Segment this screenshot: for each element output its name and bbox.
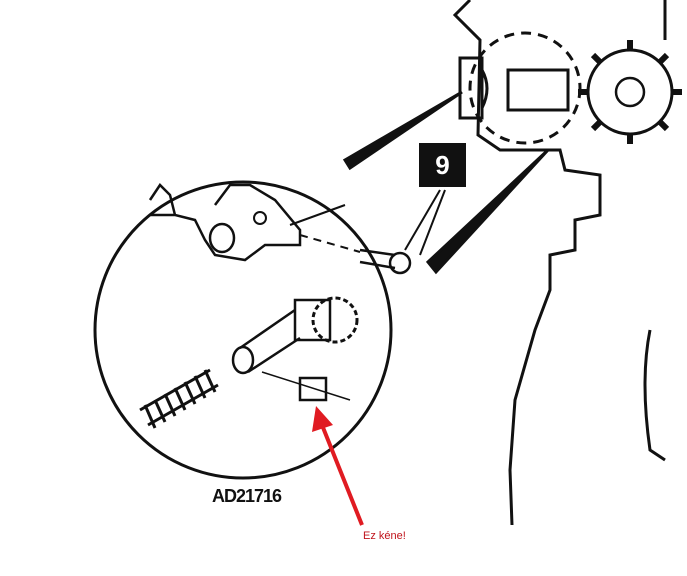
gear	[586, 48, 674, 136]
arrow	[312, 406, 364, 526]
detail-circle	[93, 180, 393, 480]
shaft	[239, 308, 301, 374]
callout-number-badge: 9	[419, 143, 466, 187]
screw	[359, 248, 396, 270]
leader-line-top	[342, 90, 463, 171]
housing-outline	[452, 0, 602, 526]
target-part	[298, 376, 328, 402]
housing-bolt-head	[458, 56, 484, 120]
part-code-label: AD21716	[212, 486, 282, 506]
detail-dashed-circle	[468, 31, 582, 145]
housing-right-edge	[643, 0, 667, 462]
annotation-text: Ez kéne!	[363, 530, 406, 542]
spring	[139, 368, 219, 429]
housing-bolt-shaft	[506, 68, 570, 112]
bracket	[148, 183, 302, 262]
leader-line-bottom	[425, 148, 550, 275]
small-gear	[311, 296, 359, 344]
